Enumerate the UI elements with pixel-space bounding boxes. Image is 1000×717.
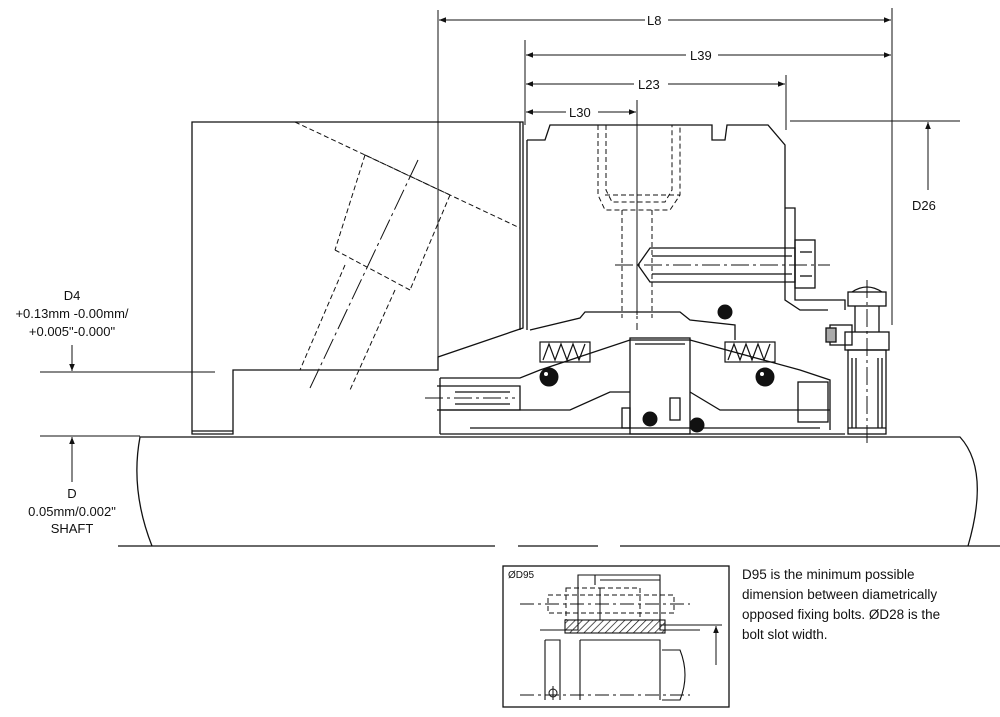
dim-label-d26: D26 xyxy=(912,198,936,213)
dimension-lines xyxy=(40,8,960,482)
note-line: dimension between diametrically xyxy=(742,587,938,602)
flush-port-centerline xyxy=(309,159,419,389)
dim-label-l23: L23 xyxy=(638,77,660,92)
set-screw xyxy=(637,239,816,289)
shaft-label: SHAFT xyxy=(51,521,94,536)
dim-label-l8: L8 xyxy=(647,13,661,28)
shaft xyxy=(118,436,1000,547)
dim-label-l30: L30 xyxy=(569,105,591,120)
d95-note: D95 is the minimum possible dimension be… xyxy=(742,565,987,645)
o-ring-highlights xyxy=(544,372,764,376)
inset-label-d95: ØD95 xyxy=(508,570,535,581)
note-line: D95 is the minimum possible xyxy=(742,567,915,582)
shaft-tolerance: 0.05mm/0.002" xyxy=(28,504,116,519)
note-line: bolt slot width. xyxy=(742,627,828,642)
seal-springs xyxy=(539,341,776,363)
cartridge-sleeve xyxy=(437,124,845,435)
inset-detail xyxy=(502,565,730,708)
gland-housing xyxy=(191,121,524,435)
shaft-diameter-label: D xyxy=(67,486,76,501)
sleeve-hidden-lines xyxy=(597,125,681,318)
d4-tolerance-in: +0.005"-0.000" xyxy=(29,324,116,339)
flush-port-hidden-lines xyxy=(294,121,521,391)
d4-tolerance-mm: +0.13mm -0.00mm/ xyxy=(15,306,128,321)
o-rings xyxy=(539,304,775,433)
d4-label: D4 xyxy=(64,288,81,303)
clamp-bracket xyxy=(785,207,853,423)
note-line: opposed fixing bolts. ØD28 is the xyxy=(742,607,941,622)
dim-label-l39: L39 xyxy=(690,48,712,63)
